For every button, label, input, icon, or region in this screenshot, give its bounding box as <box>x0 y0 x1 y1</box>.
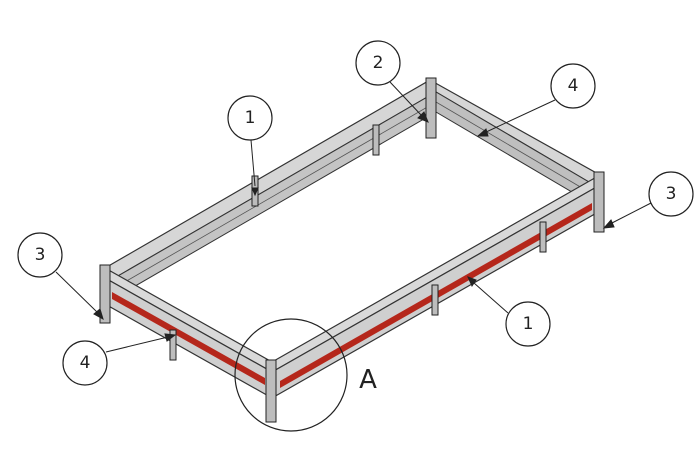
leader-lines <box>55 81 652 353</box>
balloon-label: 4 <box>568 76 579 96</box>
balloon-label: 1 <box>245 108 256 128</box>
balloon-4-top <box>550 63 596 109</box>
balloon-label: 3 <box>666 184 677 204</box>
balloon-label: 4 <box>80 353 91 373</box>
rail-back-left <box>104 79 437 301</box>
red-strip-left <box>112 292 265 385</box>
balloon-3-left <box>17 232 63 278</box>
corner-posts <box>99 77 605 423</box>
balloon-4-left <box>62 340 108 386</box>
detail-circle-a <box>234 318 348 432</box>
balloon-label: 3 <box>35 245 46 265</box>
balloon-1-top <box>227 95 273 141</box>
balloon-label: 1 <box>523 314 534 334</box>
balloon-2 <box>355 40 401 86</box>
balloon-3-right <box>648 171 694 217</box>
detail-label: A <box>359 365 377 395</box>
balloon-label: 2 <box>373 53 384 73</box>
balloon-1-bottom <box>505 301 551 347</box>
rail-front-left <box>104 266 273 400</box>
